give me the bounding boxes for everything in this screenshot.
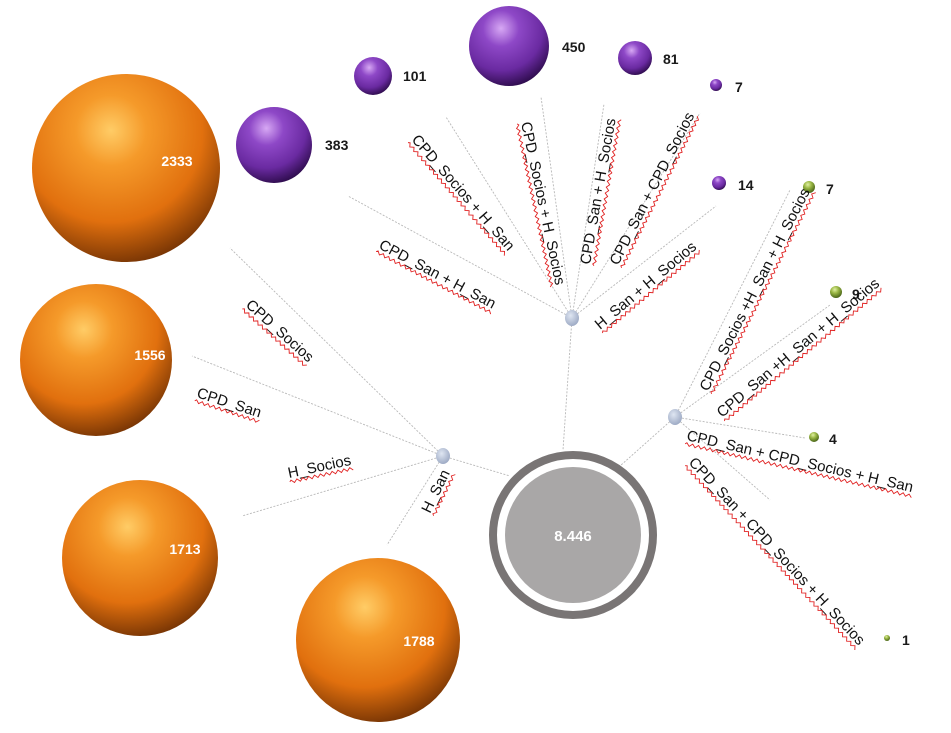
spellcheck-underline bbox=[432, 474, 456, 516]
hub-node-pairs bbox=[565, 310, 579, 326]
category-label-group: H_San + H_Socios bbox=[592, 238, 700, 334]
category-label-group: CPD_San + H_San bbox=[375, 237, 499, 315]
bubble-value: 450 bbox=[562, 39, 586, 55]
spellcheck-underline bbox=[515, 123, 554, 288]
spoke-pairs-4 bbox=[571, 112, 701, 319]
green-bubble bbox=[884, 635, 890, 641]
category-label-group: CPD_Socios + H_Socios bbox=[515, 120, 568, 288]
spoke-singles-3 bbox=[386, 455, 444, 546]
orange-bubble bbox=[296, 558, 460, 722]
spoke-pairs-1 bbox=[445, 116, 573, 319]
bubble-value: 2333 bbox=[161, 153, 192, 169]
purple-bubble bbox=[712, 176, 726, 190]
spellcheck-underline bbox=[685, 465, 856, 650]
spellcheck-underline bbox=[602, 249, 700, 334]
category-label: CPD_Socios +H_San + H_Socios bbox=[696, 186, 813, 394]
bubble-value: 1556 bbox=[134, 347, 165, 363]
category-label-group: H_Socios bbox=[286, 452, 354, 484]
category-label: CPD_Socios + H_Socios bbox=[517, 120, 568, 286]
spoke-triples-3 bbox=[674, 416, 771, 501]
spoke-singles-0 bbox=[191, 355, 444, 457]
spellcheck-underline bbox=[620, 115, 700, 268]
bubble-value: 7 bbox=[735, 79, 743, 95]
spoke-singles-1 bbox=[229, 247, 444, 457]
bubble-value: 4 bbox=[829, 431, 837, 447]
category-label-group: CPD_Socios bbox=[242, 296, 317, 366]
bubble-value: 1 bbox=[902, 632, 910, 648]
bubble-value: 1713 bbox=[169, 541, 200, 557]
spellcheck-underline bbox=[375, 250, 492, 315]
spellcheck-underline bbox=[407, 142, 506, 256]
green-bubble bbox=[803, 181, 815, 193]
spellcheck-underline bbox=[710, 192, 816, 394]
total-circle: 8.446 bbox=[489, 451, 657, 619]
category-label: CPD_Socios bbox=[242, 296, 317, 366]
bubble-value: 101 bbox=[403, 68, 427, 84]
bubbles: 1556 2333 1713 1788 383 101 450 81 7 14 7 9 4 1 bbox=[20, 6, 910, 722]
spoke-pairs-5 bbox=[571, 205, 717, 319]
category-label: H_San + H_Socios bbox=[592, 238, 700, 333]
hub-node-triples bbox=[668, 409, 682, 425]
spellcheck-underline bbox=[724, 287, 882, 422]
purple-bubble bbox=[469, 6, 549, 86]
total-value: 8.446 bbox=[554, 528, 592, 545]
connector-lines bbox=[191, 96, 831, 546]
spellcheck-underline bbox=[684, 442, 912, 498]
bubble-value: 1788 bbox=[403, 633, 434, 649]
spellcheck-underline bbox=[194, 399, 260, 423]
purple-bubble bbox=[710, 79, 722, 91]
spoke-triples-1 bbox=[674, 304, 831, 418]
spoke-hub-triples bbox=[619, 416, 676, 467]
purple-bubble bbox=[618, 41, 652, 75]
purple-bubble bbox=[236, 107, 312, 183]
orange-bubble bbox=[32, 74, 220, 262]
category-label-group: CPD_San + CPD_Socios + H_Socios bbox=[685, 454, 868, 650]
orange-bubble bbox=[20, 284, 172, 436]
spoke-hub-pairs bbox=[562, 317, 573, 451]
spoke-triples-2 bbox=[674, 416, 806, 439]
orange-bubble bbox=[62, 480, 218, 636]
category-label: CPD_San + CPD_Socios + H_Socios bbox=[685, 454, 868, 649]
spoke-pairs-3 bbox=[571, 103, 605, 319]
category-label-group: H_San bbox=[418, 467, 456, 516]
category-label: CPD_San +H_San + H_Socios bbox=[714, 275, 883, 421]
spellcheck-underline bbox=[289, 467, 354, 484]
category-label: H_Socios bbox=[286, 452, 352, 482]
category-label: CPD_Socios + H_San bbox=[408, 131, 518, 254]
category-label: CPD_San + H_Socios bbox=[577, 117, 619, 266]
bubble-value: 9 bbox=[852, 286, 860, 302]
category-label: CPD_San + H_San bbox=[376, 237, 498, 313]
green-bubble bbox=[809, 432, 819, 442]
spellcheck-underline bbox=[592, 119, 622, 266]
category-label: CPD_San bbox=[195, 385, 264, 422]
category-label-group: CPD_San +H_San + H_Socios bbox=[714, 275, 883, 422]
spoke-hub-singles bbox=[442, 455, 511, 477]
bubble-value: 81 bbox=[663, 51, 679, 67]
green-bubble bbox=[830, 286, 842, 298]
category-label-group: CPD_San bbox=[194, 385, 264, 423]
spoke-triples-0 bbox=[674, 189, 791, 418]
purple-bubble bbox=[354, 57, 392, 95]
hub-nodes bbox=[436, 310, 682, 464]
bubble-value: 7 bbox=[826, 181, 834, 197]
spoke-pairs-0 bbox=[347, 195, 573, 319]
spellcheck-underline bbox=[242, 308, 307, 366]
category-label-group: CPD_Socios +H_San + H_Socios bbox=[696, 186, 816, 394]
spoke-pairs-2 bbox=[540, 96, 573, 319]
bubble-value: 14 bbox=[738, 177, 754, 193]
hub-node-singles bbox=[436, 448, 450, 464]
bubble-value: 383 bbox=[325, 137, 349, 153]
